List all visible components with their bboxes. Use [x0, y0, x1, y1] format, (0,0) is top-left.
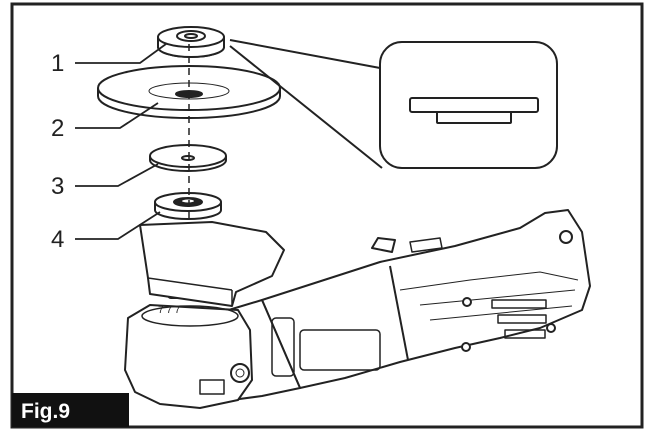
wheel-guard: [139, 221, 285, 307]
part-number-3: 3: [51, 173, 64, 200]
angle-grinder-body: 7 7 7: [124, 209, 591, 409]
figure-label-box: [12, 393, 129, 427]
svg-text:7 7 7: 7 7 7: [158, 305, 181, 316]
detail-callout: [229, 39, 558, 169]
part-number-1: 1: [51, 50, 64, 77]
grinding-wheel: [97, 65, 281, 119]
part-number-2: 2: [51, 115, 64, 142]
figure-label: Fig.9: [21, 400, 70, 423]
part-leaders: [75, 43, 167, 240]
part-number-4: 4: [51, 226, 64, 253]
lock-nut: [157, 26, 225, 58]
inner-flange: [154, 192, 222, 220]
super-flange: [149, 144, 227, 172]
